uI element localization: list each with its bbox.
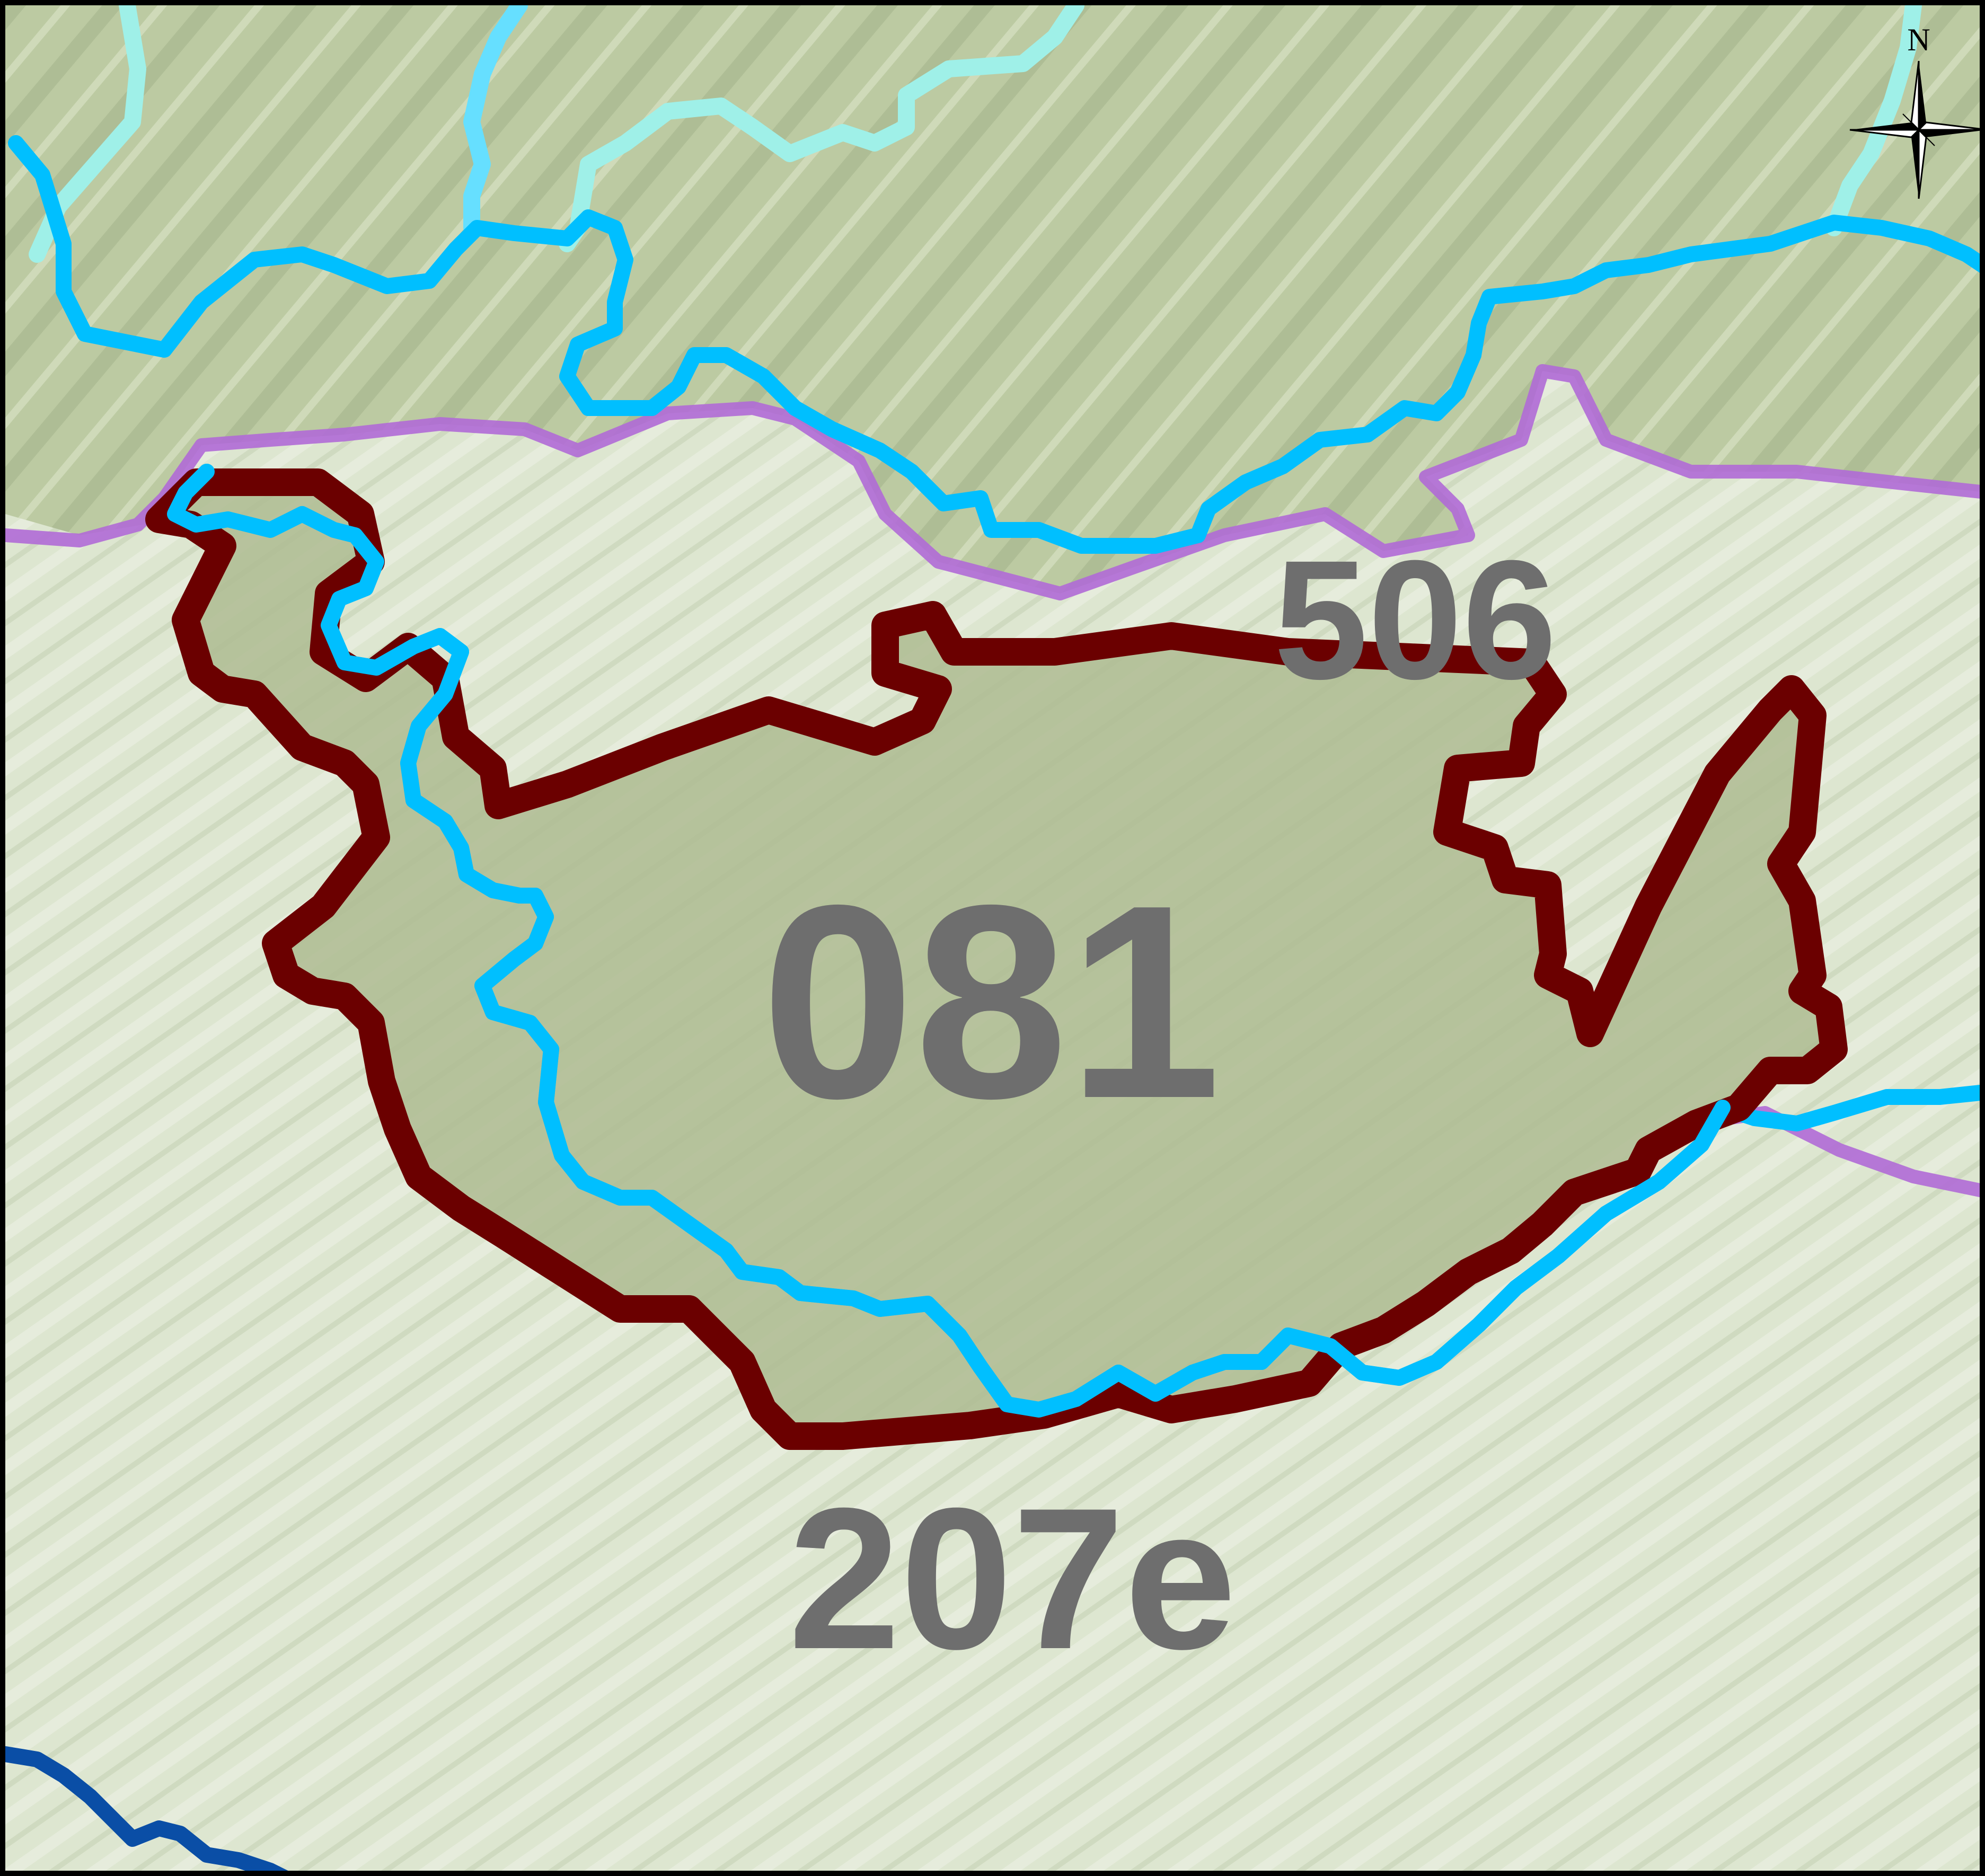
zone-081-area — [164, 482, 1829, 1431]
zone-label-081: 081 — [761, 848, 1221, 1156]
map-canvas[interactable]: 081 506 207e N — [5, 5, 1985, 1876]
zone-label-207e: 207e — [788, 1466, 1236, 1691]
zone-label-506: 506 — [1274, 525, 1557, 714]
zone-081-outline[interactable] — [145, 468, 1848, 1450]
stream-light-nw — [463, 5, 528, 236]
north-arrow: N — [1849, 22, 1980, 199]
stream-zone-west-overlay — [167, 464, 1731, 1418]
stream-light-north — [559, 5, 1084, 252]
stream-north-ridge — [8, 135, 1980, 554]
boundary-north — [5, 364, 1980, 600]
river-southwest — [5, 1746, 288, 1871]
compass-rose-icon — [1849, 60, 1980, 199]
north-arrow-label: N — [1907, 22, 1930, 57]
